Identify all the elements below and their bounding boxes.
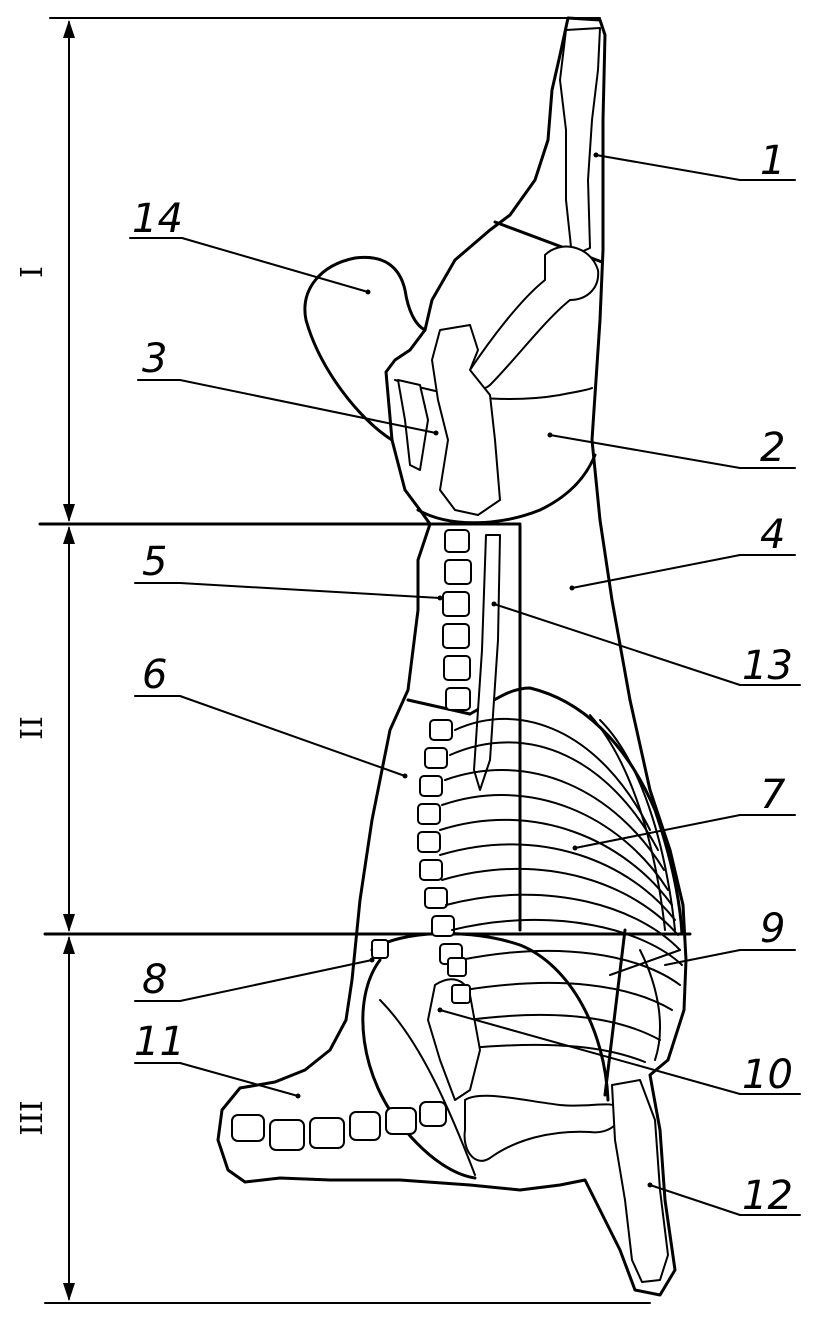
callout-leader-3 bbox=[179, 379, 437, 434]
loin-rib-cut bbox=[406, 698, 472, 716]
flank-outline bbox=[303, 255, 427, 442]
neck-vertebrae-brisket bbox=[371, 939, 471, 1004]
section-label-iii: III bbox=[15, 1100, 50, 1136]
section-label-i: I bbox=[15, 266, 50, 278]
psoas-muscle-strip bbox=[473, 534, 501, 791]
callout-label-5: 5 bbox=[142, 539, 167, 585]
callout-label-14: 14 bbox=[132, 196, 183, 242]
callout-leader-2 bbox=[549, 434, 741, 469]
shank-bone bbox=[559, 27, 601, 257]
costal-cartilage-lines bbox=[589, 714, 676, 1061]
callout-leader-6 bbox=[179, 695, 406, 777]
ribs bbox=[439, 717, 683, 1063]
callout-label-10: 10 bbox=[742, 1052, 793, 1098]
callout-leader-5 bbox=[179, 582, 441, 599]
thoracic-vertebrae bbox=[417, 719, 463, 965]
rump-cut-curve bbox=[416, 453, 597, 525]
callout-label-12: 12 bbox=[742, 1173, 793, 1219]
brisket-curve bbox=[370, 932, 610, 1102]
callout-label-3: 3 bbox=[142, 336, 167, 382]
callout-leader-11 bbox=[179, 1062, 299, 1097]
rump-upper-line bbox=[394, 379, 593, 401]
rib-section-outline bbox=[468, 686, 684, 936]
lumbar-vertebrae bbox=[442, 529, 472, 711]
foreshank-bone bbox=[611, 1079, 669, 1283]
callout-label-2: 2 bbox=[760, 425, 785, 471]
callout-leader-4 bbox=[571, 554, 741, 589]
section-dimensions: I II III bbox=[15, 17, 692, 1304]
femur-bone bbox=[467, 245, 600, 390]
cervical-vertebrae bbox=[231, 1101, 447, 1151]
callout-leader-14 bbox=[181, 237, 369, 293]
callouts: 1 14 3 2 4 5 13 6 bbox=[129, 138, 801, 1219]
plate-cut-line bbox=[603, 928, 627, 1097]
callout-leader-9 bbox=[664, 949, 741, 966]
callout-label-13: 13 bbox=[742, 643, 793, 689]
shoulder-inner-line bbox=[379, 999, 476, 1176]
callout-leader-12 bbox=[649, 1184, 741, 1216]
pelvis-bone bbox=[431, 324, 501, 516]
callout-label-6: 6 bbox=[142, 652, 167, 698]
carcass-body-outline bbox=[216, 16, 688, 1297]
callout-label-1: 1 bbox=[760, 138, 785, 184]
callout-label-8: 8 bbox=[142, 957, 167, 1003]
callout-leader-1 bbox=[595, 154, 741, 181]
section-label-ii: II bbox=[15, 716, 50, 740]
skeleton bbox=[231, 27, 683, 1283]
callout-leader-8 bbox=[179, 959, 373, 1002]
callout-leader-7 bbox=[574, 814, 741, 849]
callout-leader-13 bbox=[493, 603, 741, 686]
sacral-vertebrae bbox=[397, 379, 429, 471]
carcass-outline bbox=[216, 16, 688, 1297]
callout-label-9: 9 bbox=[760, 906, 785, 952]
callout-leader-10 bbox=[439, 1009, 741, 1095]
callout-label-4: 4 bbox=[760, 512, 785, 558]
callout-label-7: 7 bbox=[760, 772, 786, 818]
callout-label-11: 11 bbox=[134, 1019, 185, 1065]
humerus-bone bbox=[463, 1094, 622, 1162]
